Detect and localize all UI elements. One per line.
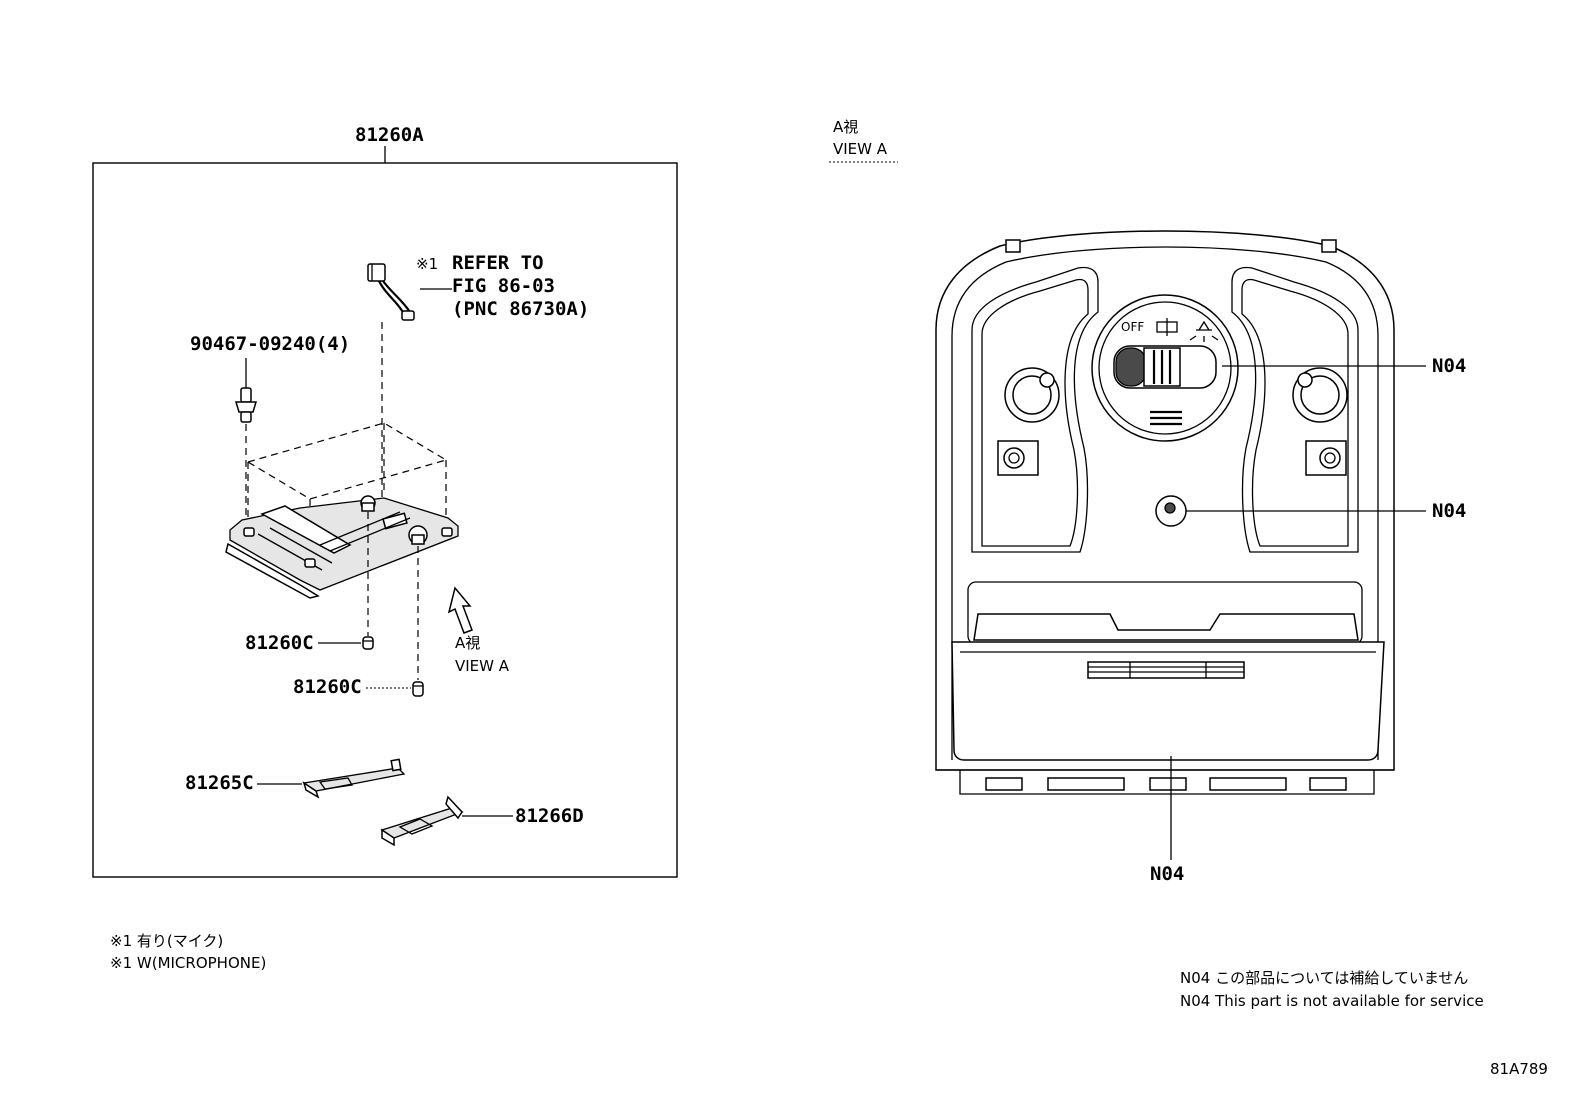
- lamp-on-icon: [1189, 320, 1219, 342]
- screw-clip: [234, 387, 258, 423]
- wire-note-marker: ※1: [416, 255, 438, 273]
- note-n04-jp: N04 この部品については補給していません: [1180, 969, 1468, 987]
- wire-note-line-1: REFER TO: [452, 252, 544, 274]
- bracket-81266d: [380, 795, 464, 847]
- assembly-frame: [92, 162, 678, 878]
- center-switch-disc: OFF: [1091, 294, 1239, 442]
- door-icon: [1156, 318, 1178, 336]
- wire-harness-connector: [367, 263, 452, 520]
- view-arrow-label-jp: A視: [455, 634, 480, 652]
- speaker-grille: [1150, 410, 1182, 426]
- footnote-en: ※1 W(MICROPHONE): [110, 954, 266, 972]
- callout-n04-microphone: N04: [1432, 500, 1466, 522]
- figure-id: 81A789: [1490, 1060, 1548, 1078]
- view-arrow-label-en: VIEW A: [455, 657, 510, 675]
- bracket-left-label: 81265C: [185, 772, 254, 794]
- view-title-en: VIEW A: [833, 140, 888, 158]
- sunglasses-holder: [951, 581, 1385, 761]
- slide-switch: [1113, 345, 1217, 389]
- note-n04-en: N04 This part is not available for servi…: [1180, 992, 1484, 1010]
- cover-part-label-2: 81260C: [293, 676, 362, 698]
- switch-off-label: OFF: [1121, 320, 1144, 334]
- assembly-part-label: 81260A: [355, 124, 424, 146]
- map-lamp-housing: [225, 495, 459, 599]
- screw-part-label: 90467-09240(4): [190, 333, 350, 355]
- callout-n04-switch: N04: [1432, 355, 1466, 377]
- microphone-hole: [1155, 495, 1187, 527]
- right-lens-frame: [1231, 266, 1359, 553]
- callout-n04-holder: N04: [1150, 863, 1184, 885]
- wire-note-line-2: FIG 86-03: [452, 275, 555, 297]
- view-a-arrow: [447, 586, 473, 634]
- cover-81260c-lower: [412, 681, 424, 697]
- left-lens-frame: [971, 266, 1099, 553]
- cover-part-label-1: 81260C: [245, 632, 314, 654]
- assembly-panel: 81260A ※1 REFER TO FIG 86-03 (PNC 86730A…: [92, 124, 678, 878]
- view-title-jp: A視: [833, 118, 858, 136]
- bracket-81265c: [302, 758, 406, 799]
- lower-trim-slots: [936, 769, 1394, 795]
- bracket-right-label: 81266D: [515, 805, 584, 827]
- wire-note-line-3: (PNC 86730A): [452, 298, 589, 320]
- view-a-panel: A視 VIEW A: [829, 118, 1466, 885]
- cover-81260c-upper: [362, 636, 374, 650]
- footnote-jp: ※1 有り(マイク): [110, 932, 223, 950]
